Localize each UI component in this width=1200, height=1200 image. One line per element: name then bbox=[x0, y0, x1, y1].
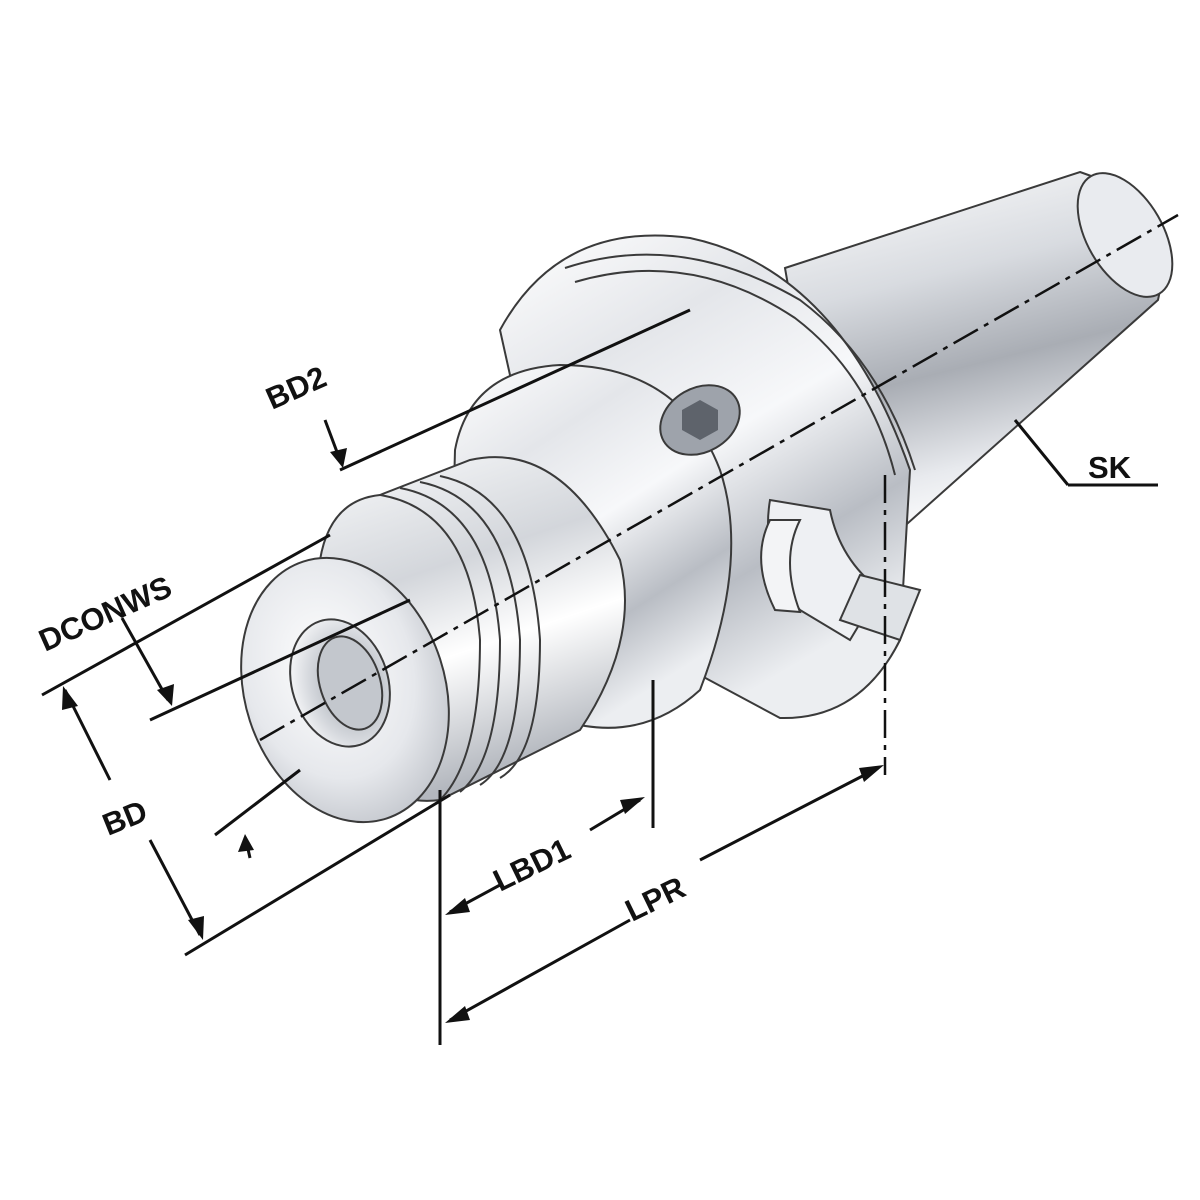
dimension-lines bbox=[41, 308, 1158, 1045]
label-dconws: DCONWS bbox=[34, 569, 177, 658]
label-bd: BD bbox=[98, 793, 153, 842]
label-bd2: BD2 bbox=[261, 359, 332, 416]
hex-socket-icon bbox=[682, 400, 718, 440]
label-lpr: LPR bbox=[620, 870, 691, 929]
label-lbd1: LBD1 bbox=[488, 831, 576, 898]
label-sk: SK bbox=[1088, 450, 1132, 485]
center-axis bbox=[259, 213, 1179, 742]
